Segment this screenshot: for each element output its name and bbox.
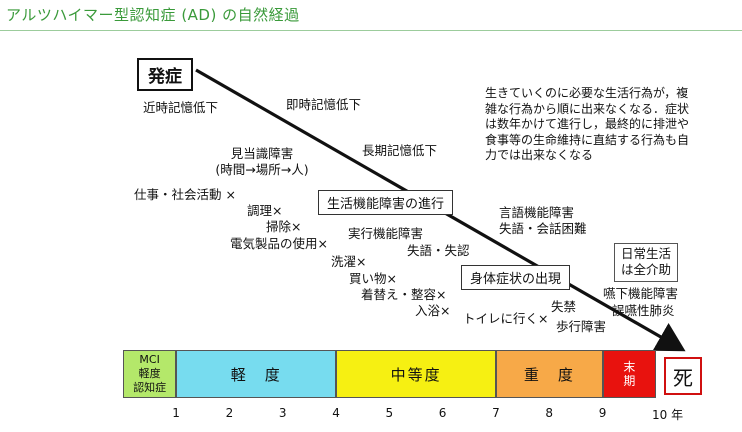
lost-activity-bathing: 入浴× (415, 303, 451, 318)
lost-activity-cleaning: 掃除× (266, 219, 302, 234)
lost-activity-toileting: トイレに行く× (463, 311, 549, 326)
gait-disorder-label: 歩行障害 (556, 319, 607, 334)
page-title: アルツハイマー型認知症 (AD) の自然経過 (6, 6, 300, 24)
stage-severe: 重 度 (496, 350, 603, 398)
dysphagia-label: 嚥下機能障害 (603, 286, 679, 301)
language-impairment-detail: 失語・会話困難 (499, 220, 587, 236)
stage-moderate: 中等度 (336, 350, 497, 398)
year-tick: 4 (332, 406, 340, 420)
incontinence-label: 失禁 (551, 299, 577, 314)
stage-label: 重 度 (523, 365, 575, 384)
aphasia-agnosia: 失語・失認 (407, 243, 470, 258)
lost-activity-appliances: 電気製品の使用× (230, 236, 328, 251)
stage-label: MCI 軽度 認知症 (133, 353, 167, 394)
year-tick: 7 (492, 406, 500, 420)
immediate-memory-decline: 即時記憶低下 (286, 97, 362, 112)
aspiration-pneumonia-label: 誤嚥性肺炎 (612, 303, 675, 318)
stage-label: 中等度 (390, 365, 442, 384)
year-tick: 10 年 (652, 408, 684, 422)
year-tick: 2 (225, 406, 234, 420)
onset-label: 発症 (137, 58, 193, 91)
death-label: 死 (664, 357, 702, 395)
disorientation-label: 見当識障害 (時間→場所→人) (202, 146, 322, 177)
year-tick: 3 (278, 406, 287, 420)
year-tick: 6 (438, 406, 447, 420)
year-tick: 8 (545, 406, 554, 420)
lost-activity-cooking: 調理× (247, 203, 283, 218)
stage-mci: MCI 軽度 認知症 (123, 350, 177, 398)
lost-activity-dressing: 着替え・整容× (361, 287, 447, 302)
daily-life-impairment-box: 生活機能障害の進行 (318, 190, 454, 215)
lost-activity-laundry: 洗濯× (331, 254, 367, 269)
title-divider (0, 30, 742, 31)
year-tick: 9 (598, 406, 607, 420)
executive-dysfunction: 実行機能障害 (348, 226, 424, 241)
disorientation-title: 見当識障害 (230, 146, 294, 161)
lost-activity-shopping: 買い物× (349, 271, 397, 286)
language-impairment: 言語機能障害 失語・会話困難 (499, 205, 587, 236)
lost-activity-work: 仕事・社会活動 × (134, 187, 236, 202)
language-impairment-title: 言語機能障害 (499, 205, 575, 220)
long-term-memory-decline: 長期記憶低下 (362, 143, 438, 158)
full-assistance-line1: 日常生活 (621, 246, 672, 261)
stage-label: 末 期 (623, 359, 636, 388)
year-tick: 5 (385, 406, 394, 420)
progression-note: 生きていくのに必要な生活行為が，複雑な行為から順に出来なくなる．症状は数年かけて… (485, 86, 690, 163)
stage-mild: 軽 度 (176, 350, 337, 398)
year-tick: 1 (172, 406, 180, 420)
recent-memory-decline: 近時記憶低下 (143, 100, 219, 115)
full-assistance-box: 日常生活 は全介助 (614, 243, 679, 282)
full-assistance-line2: は全介助 (621, 262, 672, 278)
stage-terminal: 末 期 (602, 350, 656, 398)
disorientation-detail: (時間→場所→人) (215, 161, 309, 177)
physical-symptoms-box: 身体症状の出現 (461, 265, 571, 290)
stage-label: 軽 度 (230, 365, 282, 384)
